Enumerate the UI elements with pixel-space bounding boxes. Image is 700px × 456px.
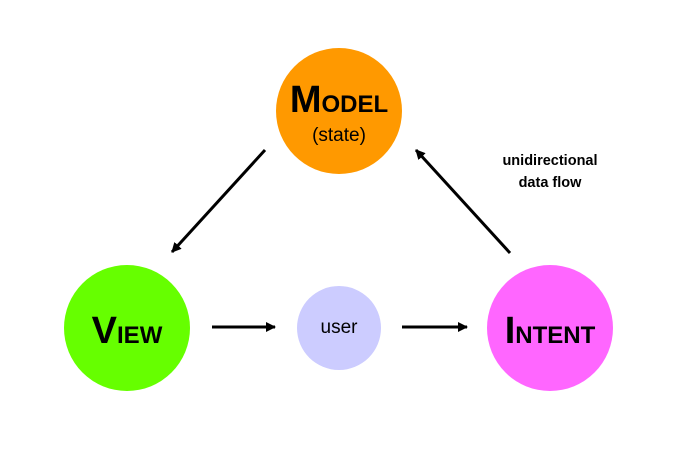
arrow-model-to-view [170,148,267,254]
flow-annotation: unidirectional data flow [470,150,630,194]
view-label: VIEW [92,312,163,350]
model-sublabel: (state) [312,125,366,146]
flow-annotation-line1: unidirectional [502,153,598,169]
model-label-rest: ODEL [321,91,389,118]
intent-label-rest: NTENT [515,322,596,349]
view-node: VIEW [64,265,190,391]
flow-annotation-line2: data flow [518,175,582,191]
model-label-cap: M [289,79,322,121]
intent-node: INTENT [487,265,613,391]
arrow-intent-to-model [414,148,512,255]
model-label: MODEL [290,81,388,119]
view-label-cap: V [91,310,118,352]
user-node: user [297,286,381,370]
intent-label: INTENT [505,312,596,350]
intent-label-cap: I [504,310,516,352]
view-label-rest: IEW [117,322,163,349]
user-label: user [320,317,358,338]
model-node: MODEL (state) [276,48,402,174]
